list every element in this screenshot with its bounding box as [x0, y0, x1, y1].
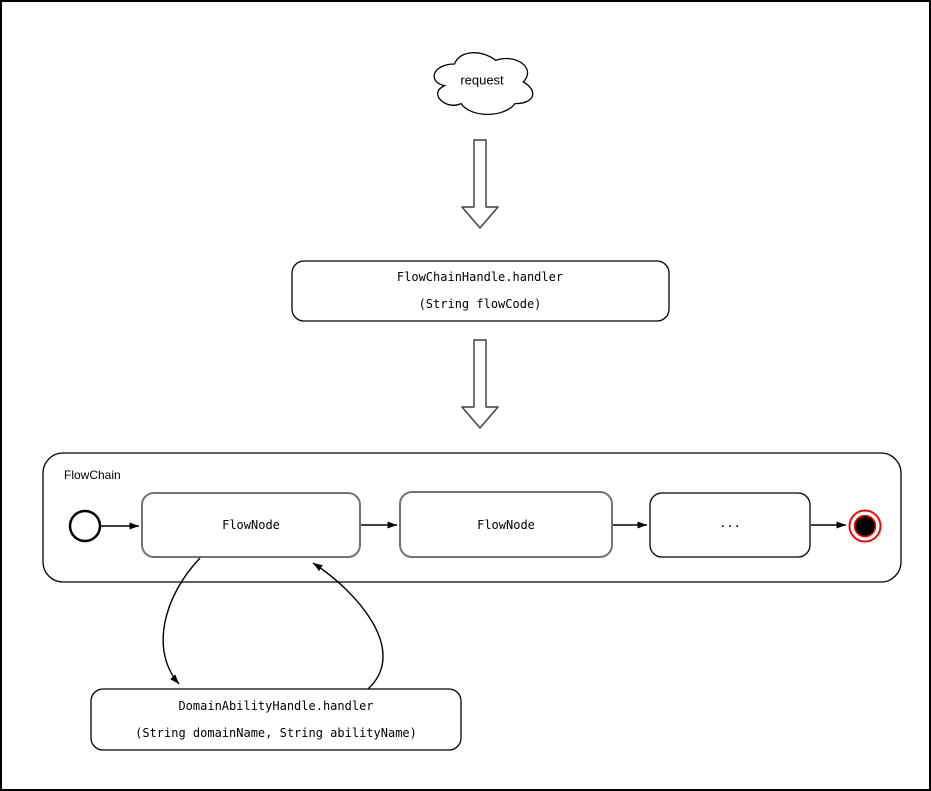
flow-node-2-box: [399, 491, 613, 558]
flow-chain-label: FlowChain: [64, 468, 121, 482]
flow-chain-handle-title: FlowChainHandle.handler: [397, 270, 563, 284]
request-cloud: [433, 52, 534, 115]
start-state-circle: [68, 509, 102, 543]
flow-chain-handle-box: [291, 260, 670, 322]
flow-chain-handle-params: (String flowCode): [419, 297, 542, 311]
end-state-outer-ring: [848, 509, 882, 543]
dots-box-label: ...: [719, 516, 741, 530]
flow-node-2-label: FlowNode: [477, 518, 535, 532]
request-cloud-label: request: [460, 73, 504, 88]
block-arrow-down-2: [461, 339, 499, 429]
block-arrow-down-1: [461, 139, 499, 229]
domain-ability-handle-params: (String domainName, String abilityName): [135, 726, 417, 740]
domain-ability-handle-box: [90, 688, 462, 751]
flow-node-1-box: [141, 492, 361, 558]
dots-box: [649, 492, 811, 558]
flow-node-1-label: FlowNode: [222, 518, 280, 532]
connector-node1-to-domain-handler: [162, 557, 201, 685]
connector-domain-handler-to-node1: [312, 562, 384, 690]
end-state-inner-circle: [853, 514, 877, 538]
domain-ability-handle-title: DomainAbilityHandle.handler: [178, 699, 373, 713]
